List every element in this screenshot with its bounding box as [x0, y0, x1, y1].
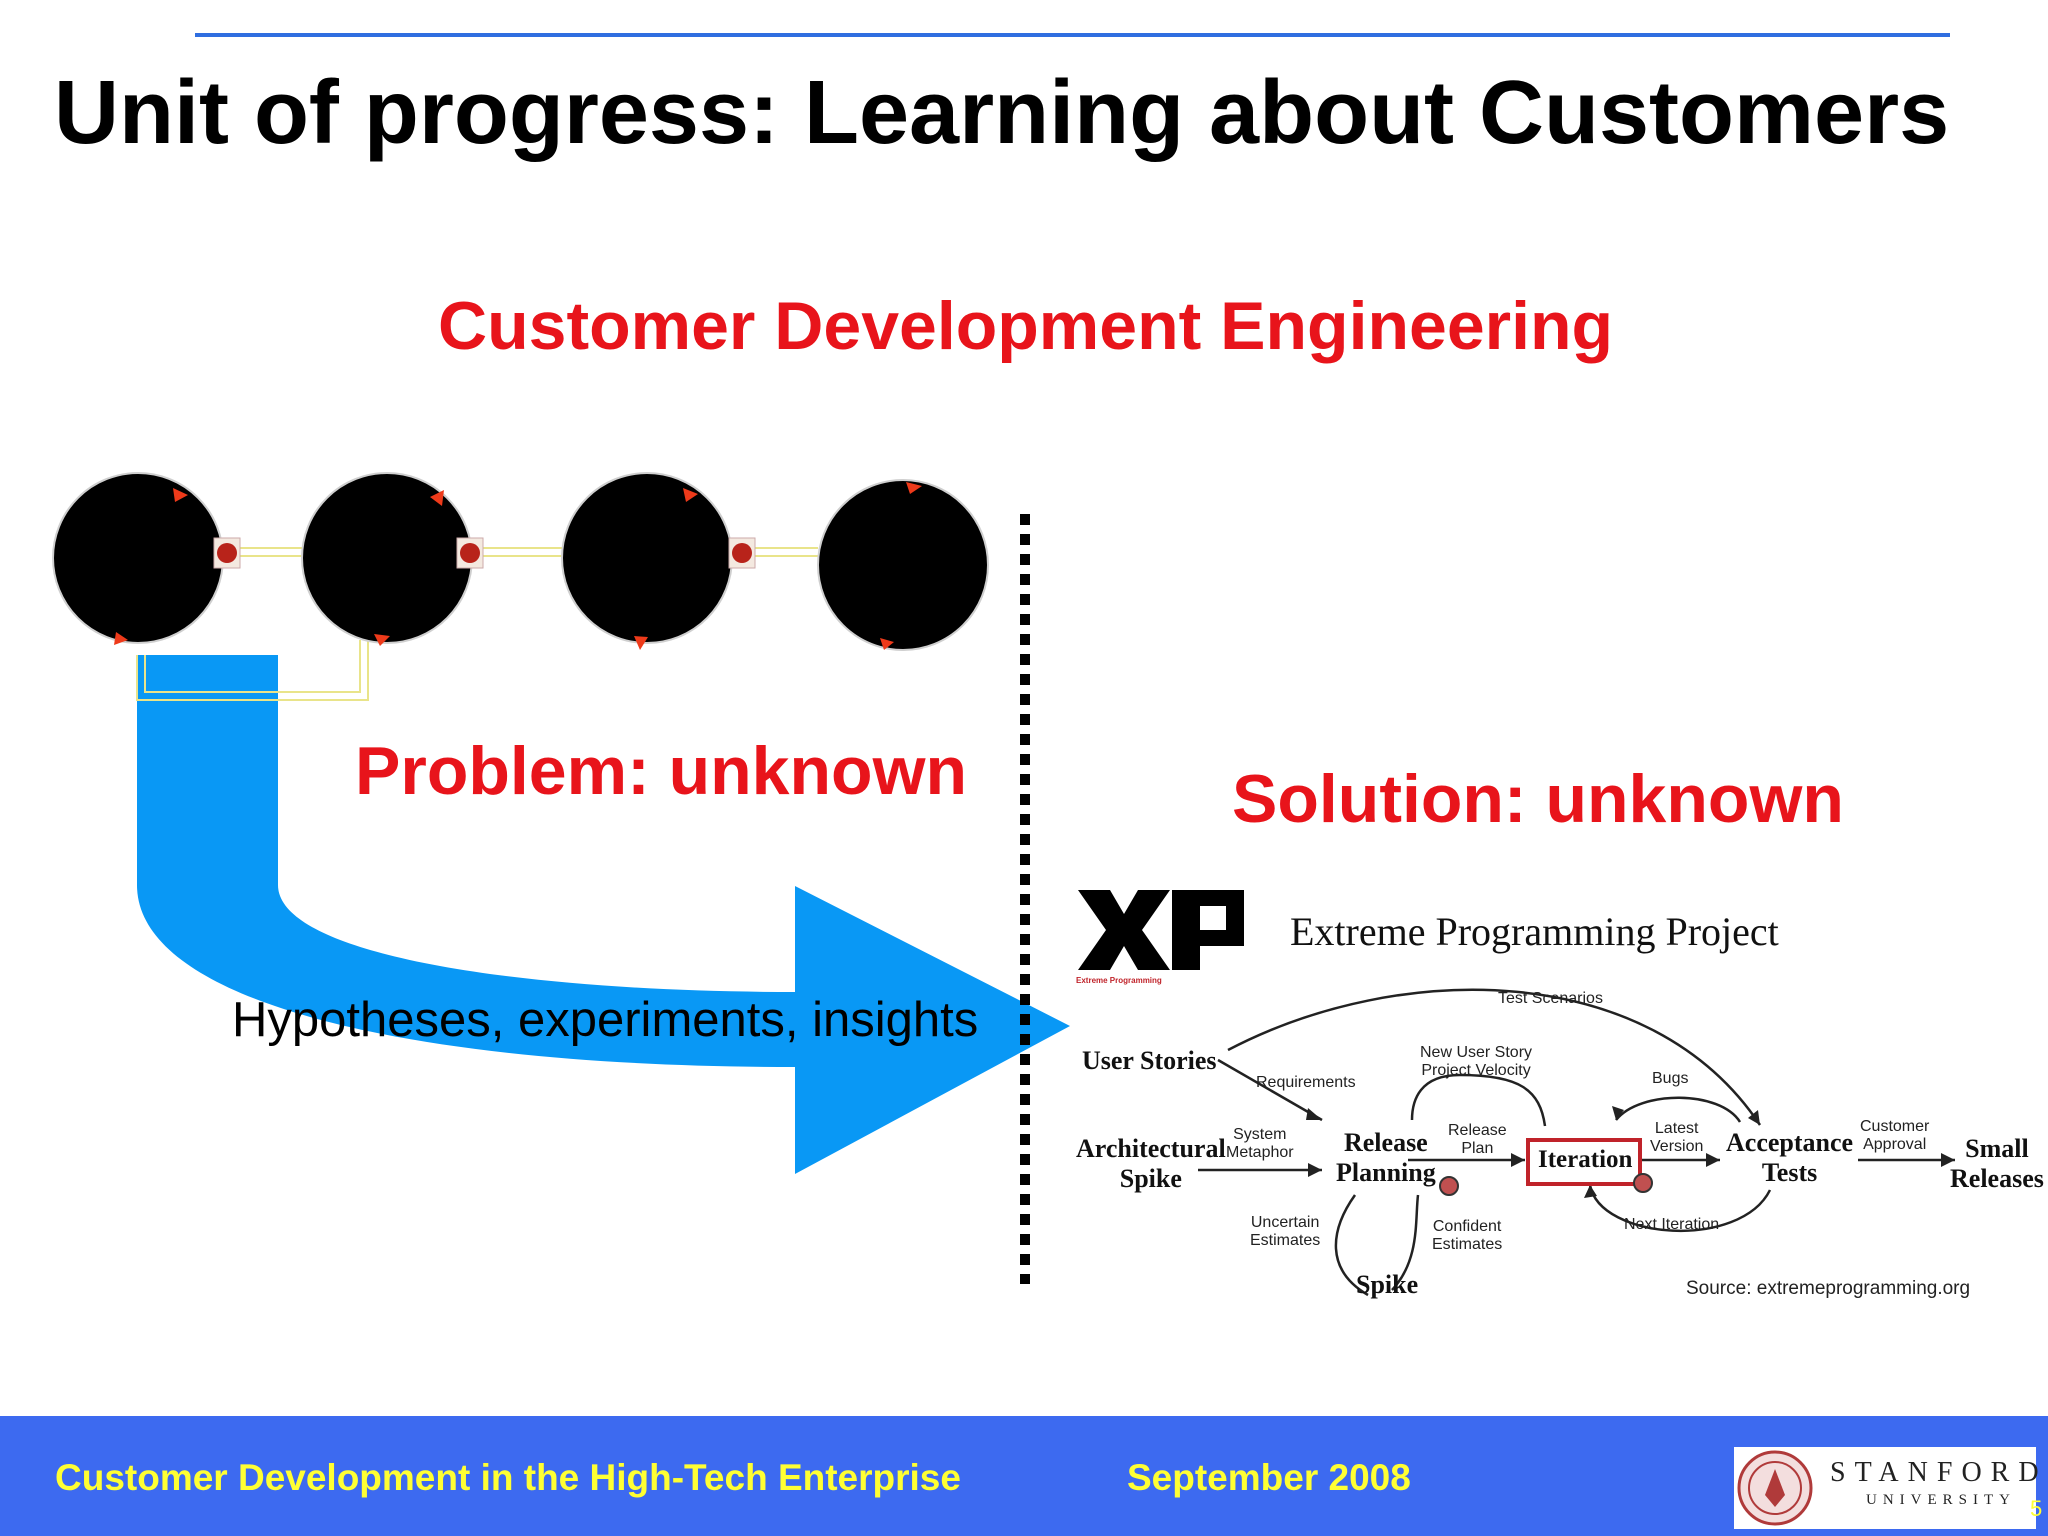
footer-bar: [0, 1416, 2048, 1536]
edge-requirements: Requirements: [1256, 1074, 1356, 1091]
node-acceptance-tests: Acceptance Tests: [1726, 1128, 1854, 1187]
logo-name: STANFORD: [1830, 1457, 2048, 1488]
iteration-box: [1526, 1138, 1642, 1186]
top-rule: [195, 33, 1950, 37]
xp-logo-caption: Extreme Programming: [1076, 976, 1162, 985]
stanford-seal-icon: [1737, 1450, 1813, 1526]
loop-circle-4: [817, 479, 989, 651]
connector-badges: [213, 537, 756, 569]
edge-uncertain-estimates: Uncertain Estimates: [1250, 1214, 1321, 1249]
edge-system-metaphor: System Metaphor: [1226, 1126, 1294, 1161]
iteration-marker: [1633, 1173, 1653, 1193]
edge-customer-approval: Customer Approval: [1860, 1118, 1930, 1153]
loop-circle-1: [52, 472, 224, 644]
arrow-label: Hypotheses, experiments, insights: [232, 993, 979, 1047]
node-iteration: Iteration: [1538, 1146, 1633, 1173]
node-user-stories: User Stories: [1082, 1046, 1217, 1075]
slide-subtitle: Customer Development Engineering: [438, 288, 1614, 364]
iteration-circles: [52, 472, 989, 651]
xp-title: Extreme Programming Project: [1290, 909, 1779, 954]
xp-flow-arrows: [1198, 988, 1955, 1297]
blue-curved-arrow: [137, 655, 1070, 1174]
node-architectural-spike: Architectural Spike: [1076, 1134, 1226, 1193]
edge-bugs: Bugs: [1652, 1070, 1689, 1087]
circle-arrowheads: [114, 482, 922, 650]
diagram-canvas: [52, 472, 1955, 1297]
node-release-planning: Release Planning: [1336, 1128, 1436, 1187]
slide-title: Unit of progress: Learning about Custome…: [54, 63, 1950, 163]
xp-source: Source: extremeprogramming.org: [1686, 1278, 1971, 1299]
edge-next-iteration: Next Iteration: [1624, 1216, 1720, 1233]
footer-course-title: Customer Development in the High-Tech En…: [55, 1457, 961, 1498]
edge-confident-estimates: Confident Estimates: [1432, 1218, 1503, 1253]
planning-marker: [1439, 1176, 1459, 1196]
xp-arrowheads: [1306, 1106, 1955, 1198]
edge-latest-version: Latest Version: [1650, 1120, 1704, 1155]
edge-release-plan: Release Plan: [1448, 1122, 1507, 1157]
edge-new-user-story: New User Story Project Velocity: [1420, 1044, 1533, 1079]
stanford-logo: [1734, 1447, 2036, 1529]
loop-circle-2: [301, 472, 473, 644]
logo-subtitle: UNIVERSITY: [1866, 1492, 2016, 1508]
edge-test-scenarios: Test Scenarios: [1498, 990, 1603, 1007]
node-small-releases: Small Releases: [1950, 1134, 2044, 1193]
loop-circle-3: [561, 472, 733, 644]
node-spike: Spike: [1356, 1270, 1419, 1299]
footer-date: September 2008: [1127, 1457, 1411, 1498]
page-number: 5: [2030, 1496, 2043, 1521]
circle-connectors: [136, 547, 818, 701]
solution-label: Solution: unknown: [1232, 761, 1844, 837]
xp-logo: [1074, 886, 1244, 974]
problem-label: Problem: unknown: [355, 733, 967, 809]
